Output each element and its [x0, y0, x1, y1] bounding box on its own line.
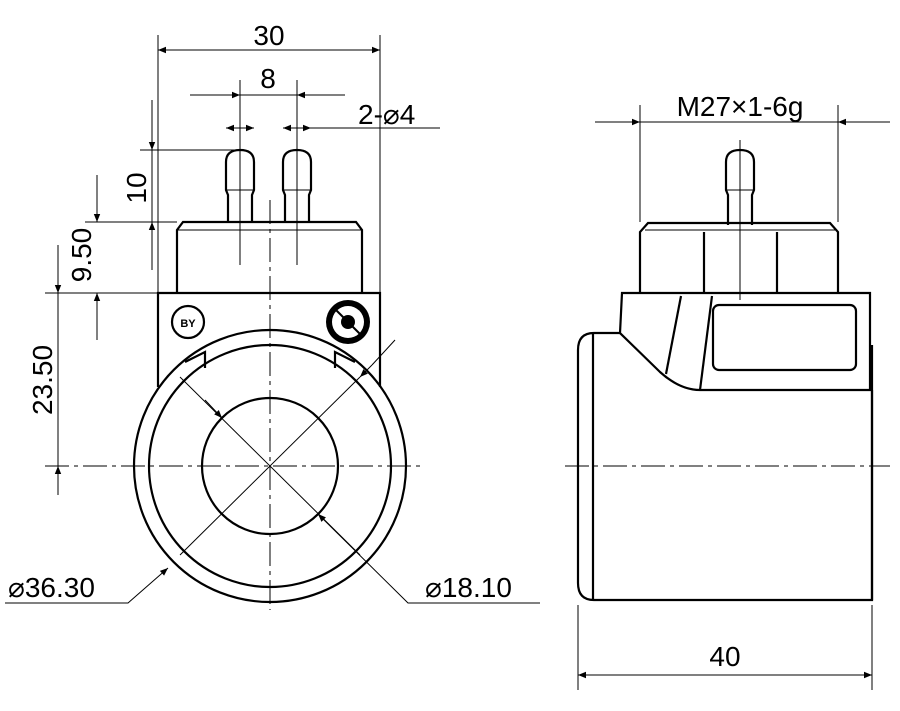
dim-thread: M27×1-6g	[677, 91, 804, 122]
logo-text: BY	[180, 318, 196, 330]
logo: BY	[170, 304, 206, 340]
coil-housing	[156, 291, 382, 387]
side-dimensions: M27×1-6g 40	[577, 91, 890, 690]
dim-nut-height: 9.50	[66, 228, 97, 283]
dim-center-height: 23.50	[27, 345, 58, 415]
side-top-block	[618, 291, 872, 392]
front-view: BY	[45, 140, 420, 610]
side-body	[576, 331, 874, 602]
side-nut	[638, 221, 840, 293]
dim-pin-height: 10	[121, 172, 152, 203]
dim-width: 30	[253, 20, 284, 51]
dim-length: 40	[709, 641, 740, 672]
side-view	[565, 140, 890, 602]
dim-bore-diameter: ⌀18.10	[425, 572, 512, 603]
label-plate	[711, 303, 858, 372]
front-dimensions: 30 8 2-⌀4 10 9.50 23.50 ⌀36.30 ⌀18.10	[5, 20, 540, 604]
dim-pin-spacing: 8	[260, 63, 276, 94]
dim-outer-diameter: ⌀36.30	[8, 572, 95, 603]
date-stamp-icon	[326, 300, 370, 344]
dim-pin-diameter: 2-⌀4	[358, 99, 415, 130]
